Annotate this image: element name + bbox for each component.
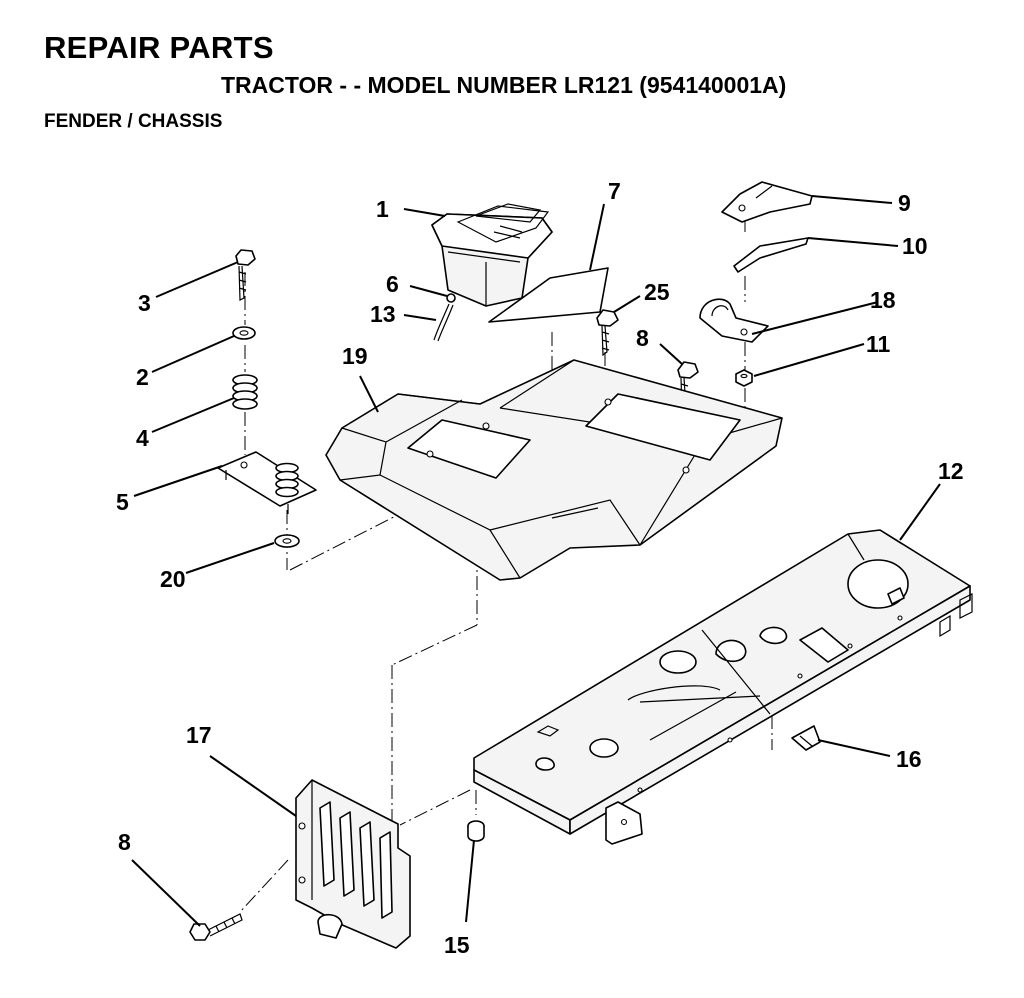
part-9-cover — [721, 181, 813, 223]
page-title: REPAIR PARTS — [44, 30, 274, 65]
callout-18: 18 — [870, 287, 896, 313]
callout-numbers: 1 7 9 10 6 25 3 18 13 8 11 19 2 4 12 5 2… — [116, 178, 964, 958]
part-11-nut — [735, 369, 753, 387]
callout-15: 15 — [444, 932, 470, 958]
part-3-bolt — [235, 249, 256, 301]
callout-3: 3 — [138, 290, 151, 316]
callout-20: 20 — [160, 566, 186, 592]
part-8-screw-lower — [189, 913, 243, 941]
callout-2: 2 — [136, 364, 149, 390]
part-19-fender — [325, 359, 783, 581]
part-5-plate — [217, 451, 317, 514]
part-16-bracket — [791, 725, 821, 751]
part-20-washer — [274, 534, 300, 548]
part-13-wire — [433, 303, 454, 342]
part-1-tray — [431, 203, 553, 307]
part-25-screw — [596, 309, 619, 357]
callout-6: 6 — [386, 271, 399, 297]
callout-1: 1 — [376, 196, 389, 222]
callout-13: 13 — [370, 301, 396, 327]
callout-25: 25 — [644, 279, 670, 305]
callout-19: 19 — [342, 343, 368, 369]
callout-5: 5 — [116, 489, 129, 515]
part-7-decal — [488, 267, 609, 323]
callout-17: 17 — [186, 722, 212, 748]
part-4-spring — [232, 374, 258, 410]
part-10-plate — [733, 237, 809, 273]
callout-4: 4 — [136, 425, 149, 451]
part-17-plate — [295, 779, 411, 949]
part-18-clamp — [699, 298, 769, 343]
part-2-washer — [232, 326, 256, 340]
callout-10: 10 — [902, 233, 928, 259]
callout-12: 12 — [938, 458, 964, 484]
callout-16: 16 — [896, 746, 922, 772]
callout-9: 9 — [898, 190, 911, 216]
callout-8-lower: 8 — [118, 829, 131, 855]
part-15-bushing — [467, 820, 485, 842]
part-12-chassis — [473, 529, 973, 845]
callout-11: 11 — [866, 331, 891, 357]
part-6-fitting — [446, 293, 456, 303]
section-heading: FENDER / CHASSIS — [44, 111, 223, 132]
callout-8-upper: 8 — [636, 325, 649, 351]
callout-7: 7 — [608, 178, 621, 204]
leader-lines — [131, 195, 941, 927]
model-subtitle: TRACTOR - - MODEL NUMBER LR121 (95414000… — [221, 72, 787, 98]
